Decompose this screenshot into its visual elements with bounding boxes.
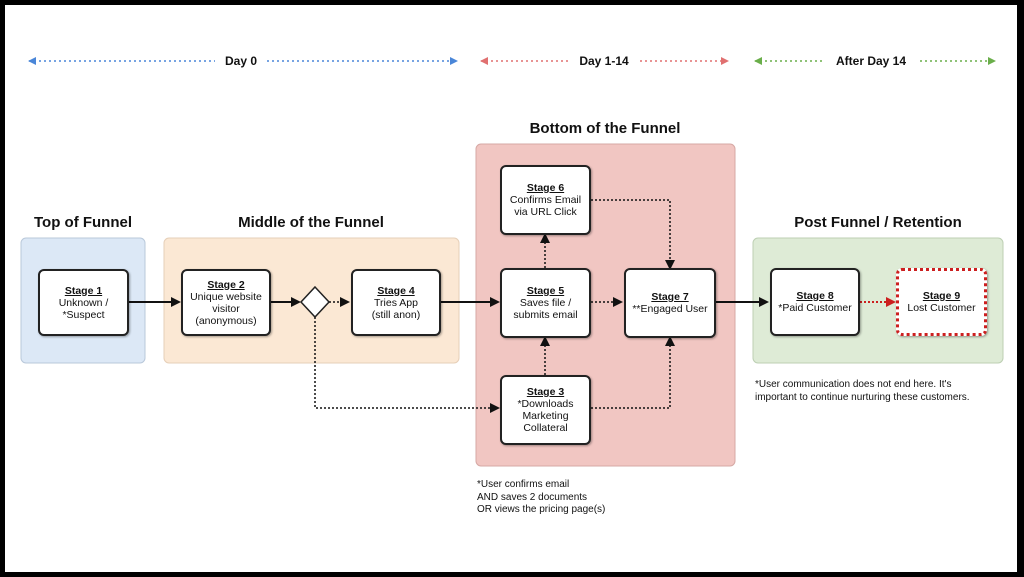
stage-8-node: Stage 8 *Paid Customer: [770, 268, 860, 336]
timeline-day-0: Day 0: [28, 54, 458, 68]
stage-6-node: Stage 6 Confirms Email via URL Click: [500, 165, 591, 235]
stage-label: Stage 8: [796, 290, 834, 302]
stage-description: *Paid Customer: [778, 302, 852, 314]
stage-description: Lost Customer: [907, 302, 976, 314]
stage-label: Stage 9: [922, 290, 961, 302]
stage-description: *Downloads Marketing Collateral: [517, 398, 574, 434]
stage-3-node: Stage 3 *Downloads Marketing Collateral: [500, 375, 591, 445]
timeline-label: After Day 14: [836, 54, 906, 68]
stage-9-node: Stage 9 Lost Customer: [896, 268, 987, 336]
stage-7-node: Stage 7 **Engaged User: [624, 268, 716, 338]
timeline-label: Day 1-14: [579, 54, 629, 68]
timeline-day-1-14: Day 1-14: [480, 54, 729, 68]
zone-title-middle: Middle of the Funnel: [238, 214, 384, 231]
stage-label: Stage 6: [526, 182, 565, 194]
stage-description: Confirms Email via URL Click: [509, 194, 582, 218]
stage-description: Tries App (still anon): [371, 296, 421, 321]
zone-title-post: Post Funnel / Retention: [794, 214, 962, 231]
stage-2-node: Stage 2 Unique website visitor (anonymou…: [181, 269, 271, 336]
stage-description: Saves file / submits email: [513, 297, 578, 321]
stage-description: Unknown / *Suspect: [58, 296, 109, 321]
zone-title-bottom: Bottom of the Funnel: [530, 120, 681, 137]
stage-label: Stage 1: [64, 284, 103, 297]
stage-label: Stage 7: [651, 291, 689, 303]
arrow-decision-to-stage3: [314, 317, 500, 413]
stage-description: **Engaged User: [632, 303, 708, 315]
stage-label: Stage 4: [377, 284, 415, 297]
engaged-user-note: *User confirms email AND saves 2 documen…: [477, 479, 606, 515]
zone-title-top: Top of Funnel: [34, 214, 132, 231]
stage-description: Unique website visitor (anonymous): [190, 290, 262, 327]
stage-4-node: Stage 4 Tries App (still anon): [351, 269, 441, 336]
funnel-diagram: Day 0 Day 1-14 After Day 14 Top of Funne…: [5, 5, 1017, 572]
arrow-stage3-to-stage7: [591, 336, 675, 409]
stage-label: Stage 2: [207, 278, 245, 291]
stage-label: Stage 5: [526, 285, 565, 297]
stage-label: Stage 3: [526, 386, 565, 398]
stage-5-node: Stage 5 Saves file / submits email: [500, 268, 591, 338]
arrow-stage6-to-stage7: [591, 199, 675, 270]
stage-1-node: Stage 1 Unknown / *Suspect: [38, 269, 129, 336]
timeline-label: Day 0: [225, 54, 257, 68]
retention-note: *User communication does not end here. I…: [755, 379, 970, 403]
timeline-after-day-14: After Day 14: [754, 54, 996, 68]
